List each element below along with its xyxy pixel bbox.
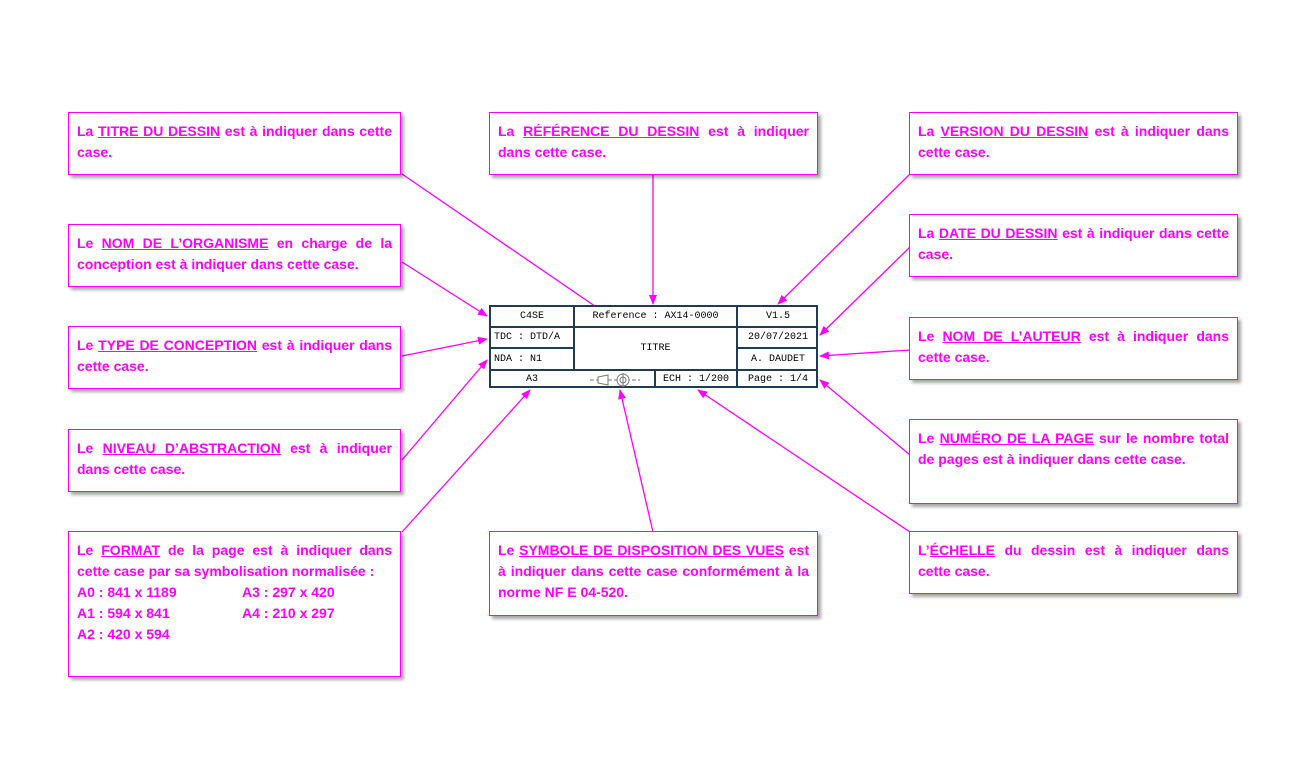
arrow-niveau xyxy=(401,359,488,461)
annotation-organisme: Le NOM DE L’ORGANISME en charge de la co… xyxy=(68,224,401,287)
annotation-symbole: Le SYMBOLE DE DISPOSITION DES VUES est à… xyxy=(489,531,818,616)
tb-scale: ECH : 1/200 xyxy=(662,374,729,385)
annotation-type: Le TYPE DE CONCEPTION est à indiquer dan… xyxy=(68,326,401,389)
annotation-auteur: Le NOM DE L’AUTEUR est à indiquer dans c… xyxy=(909,317,1238,380)
tb-version: V1.5 xyxy=(765,311,790,322)
arrow-version xyxy=(777,173,911,305)
arrow-organisme xyxy=(401,261,488,317)
annotation-key: VERSION DU DESSIN xyxy=(940,123,1089,139)
annotation-key: FORMAT xyxy=(101,542,161,558)
format-size: A4 : 210 x 297 xyxy=(242,605,335,621)
annotation-date: La DATE DU DESSIN est à indiquer dans ce… xyxy=(909,214,1238,277)
annotation-key: TITRE DU DESSIN xyxy=(98,123,221,139)
tb-author: A. DAUDET xyxy=(750,353,805,365)
annotation-format: Le FORMAT de la page est à indiquer dans… xyxy=(68,531,401,677)
arrow-symbole xyxy=(618,389,654,533)
format-size: A0 : 841 x 1189 xyxy=(77,584,177,600)
tb-type: TDC : DTD/A xyxy=(494,332,561,343)
annotation-key: SYMBOLE DE DISPOSITION DES VUES xyxy=(519,542,784,558)
format-size: A1 : 594 x 841 xyxy=(77,605,170,621)
arrow-type xyxy=(401,336,488,357)
tb-format: A3 xyxy=(525,374,538,385)
annotation-key: NUMÉRO DE LA PAGE xyxy=(939,430,1094,446)
annotation-key: DATE DU DESSIN xyxy=(938,225,1058,241)
annotation-page: Le NUMÉRO DE LA PAGE sur le nombre total… xyxy=(909,419,1238,504)
arrow-echelle xyxy=(697,389,911,533)
tb-page: Page : 1/4 xyxy=(747,374,808,385)
tb-date: 20/07/2021 xyxy=(747,332,808,343)
annotation-titre: La TITRE DU DESSIN est à indiquer dans c… xyxy=(68,112,401,175)
annotation-version: La VERSION DU DESSIN est à indiquer dans… xyxy=(909,112,1238,175)
title-block: C4SE Reference : AX14-0000 V1.5 TDC : DT… xyxy=(489,305,818,388)
annotation-key: RÉFÉRENCE DU DESSIN xyxy=(523,123,700,139)
arrow-auteur xyxy=(819,349,911,360)
format-size: A3 : 297 x 420 xyxy=(242,584,335,600)
arrow-format xyxy=(401,389,531,533)
tb-reference: Reference : AX14-0000 xyxy=(592,311,719,322)
annotation-niveau: Le NIVEAU D’ABSTRACTION est à indiquer d… xyxy=(68,429,401,492)
tb-org: C4SE xyxy=(519,311,544,322)
tb-title: TITRE xyxy=(640,343,671,354)
format-size: A2 : 420 x 594 xyxy=(77,626,170,642)
annotation-echelle: L’ÉCHELLE du dessin est à indiquer dans … xyxy=(909,531,1238,594)
format-size-list: A0 : 841 x 1189 A3 : 297 x 420 A1 : 594 … xyxy=(77,582,392,645)
annotation-key: NOM DE L’AUTEUR xyxy=(942,328,1081,344)
annotation-key: TYPE DE CONCEPTION xyxy=(98,337,257,353)
annotation-reference: La RÉFÉRENCE DU DESSIN est à indiquer da… xyxy=(489,112,818,175)
tb-nda: NDA : N1 xyxy=(494,353,543,365)
annotation-key: NOM DE L’ORGANISME xyxy=(101,235,269,251)
annotation-key: ÉCHELLE xyxy=(929,542,996,558)
projection-symbol-icon xyxy=(575,371,654,388)
arrow-date xyxy=(819,246,911,336)
arrow-page xyxy=(819,379,911,456)
annotation-key: NIVEAU D’ABSTRACTION xyxy=(102,440,281,456)
